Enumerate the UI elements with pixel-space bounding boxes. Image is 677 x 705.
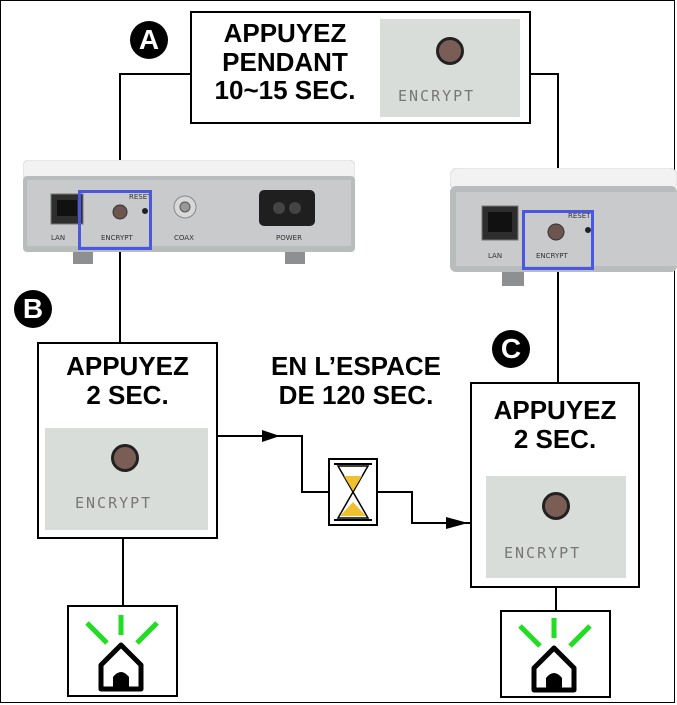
step-badge-a: A — [130, 21, 168, 59]
step-c-instruction: APPUYEZ 2 SEC. — [493, 395, 617, 454]
encrypt-highlight-right — [522, 210, 594, 270]
step-badge-b: B — [14, 290, 52, 328]
timer-text: EN L’ESPACE DE 120 SEC. — [270, 351, 441, 410]
step-a-box: APPUYEZ PENDANT 10~15 SEC. ENCRYPT — [190, 11, 531, 124]
port-label-lan-right: LAN — [488, 252, 503, 260]
port-label-power: POWER — [276, 234, 302, 242]
step-b-instruction: APPUYEZ 2 SEC. — [66, 351, 189, 410]
encrypt-button-icon — [436, 37, 464, 65]
encrypt-label-c: ENCRYPT — [504, 544, 582, 562]
encrypt-highlight-left — [78, 190, 152, 250]
encrypt-label-a: ENCRYPT — [398, 87, 476, 105]
port-label-coax: COAX — [174, 234, 194, 242]
led-box-left — [67, 605, 178, 697]
encrypt-label-b: ENCRYPT — [75, 494, 153, 512]
device-right: LAN ENCRYPT RESET — [449, 167, 677, 290]
encrypt-button-panel-c: ENCRYPT — [486, 476, 626, 578]
port-label-reset: RESET — [129, 193, 152, 201]
encrypt-button-icon — [111, 444, 139, 472]
step-a-instruction: APPUYEZ PENDANT 10~15 SEC. — [214, 18, 356, 106]
encrypt-button-panel-b: ENCRYPT — [45, 428, 208, 530]
port-label-encrypt-right: ENCRYPT — [536, 252, 568, 260]
step-b-box: APPUYEZ 2 SEC. ENCRYPT — [37, 342, 218, 539]
home-led-icon — [85, 615, 159, 692]
step-c-box: APPUYEZ 2 SEC. ENCRYPT — [470, 382, 640, 588]
encrypt-button-panel-a: ENCRYPT — [380, 19, 520, 117]
step-badge-c: C — [492, 330, 530, 368]
port-label-lan: LAN — [51, 234, 66, 242]
encrypt-button-icon — [542, 492, 570, 520]
home-led-icon — [518, 618, 592, 693]
led-box-right — [500, 610, 611, 698]
device-left: LAN ENCRYPT RESET COAX POWER — [22, 159, 356, 270]
port-label-encrypt: ENCRYPT — [101, 234, 133, 242]
hourglass-icon — [328, 458, 378, 526]
port-label-reset-right: RESET — [568, 212, 591, 220]
